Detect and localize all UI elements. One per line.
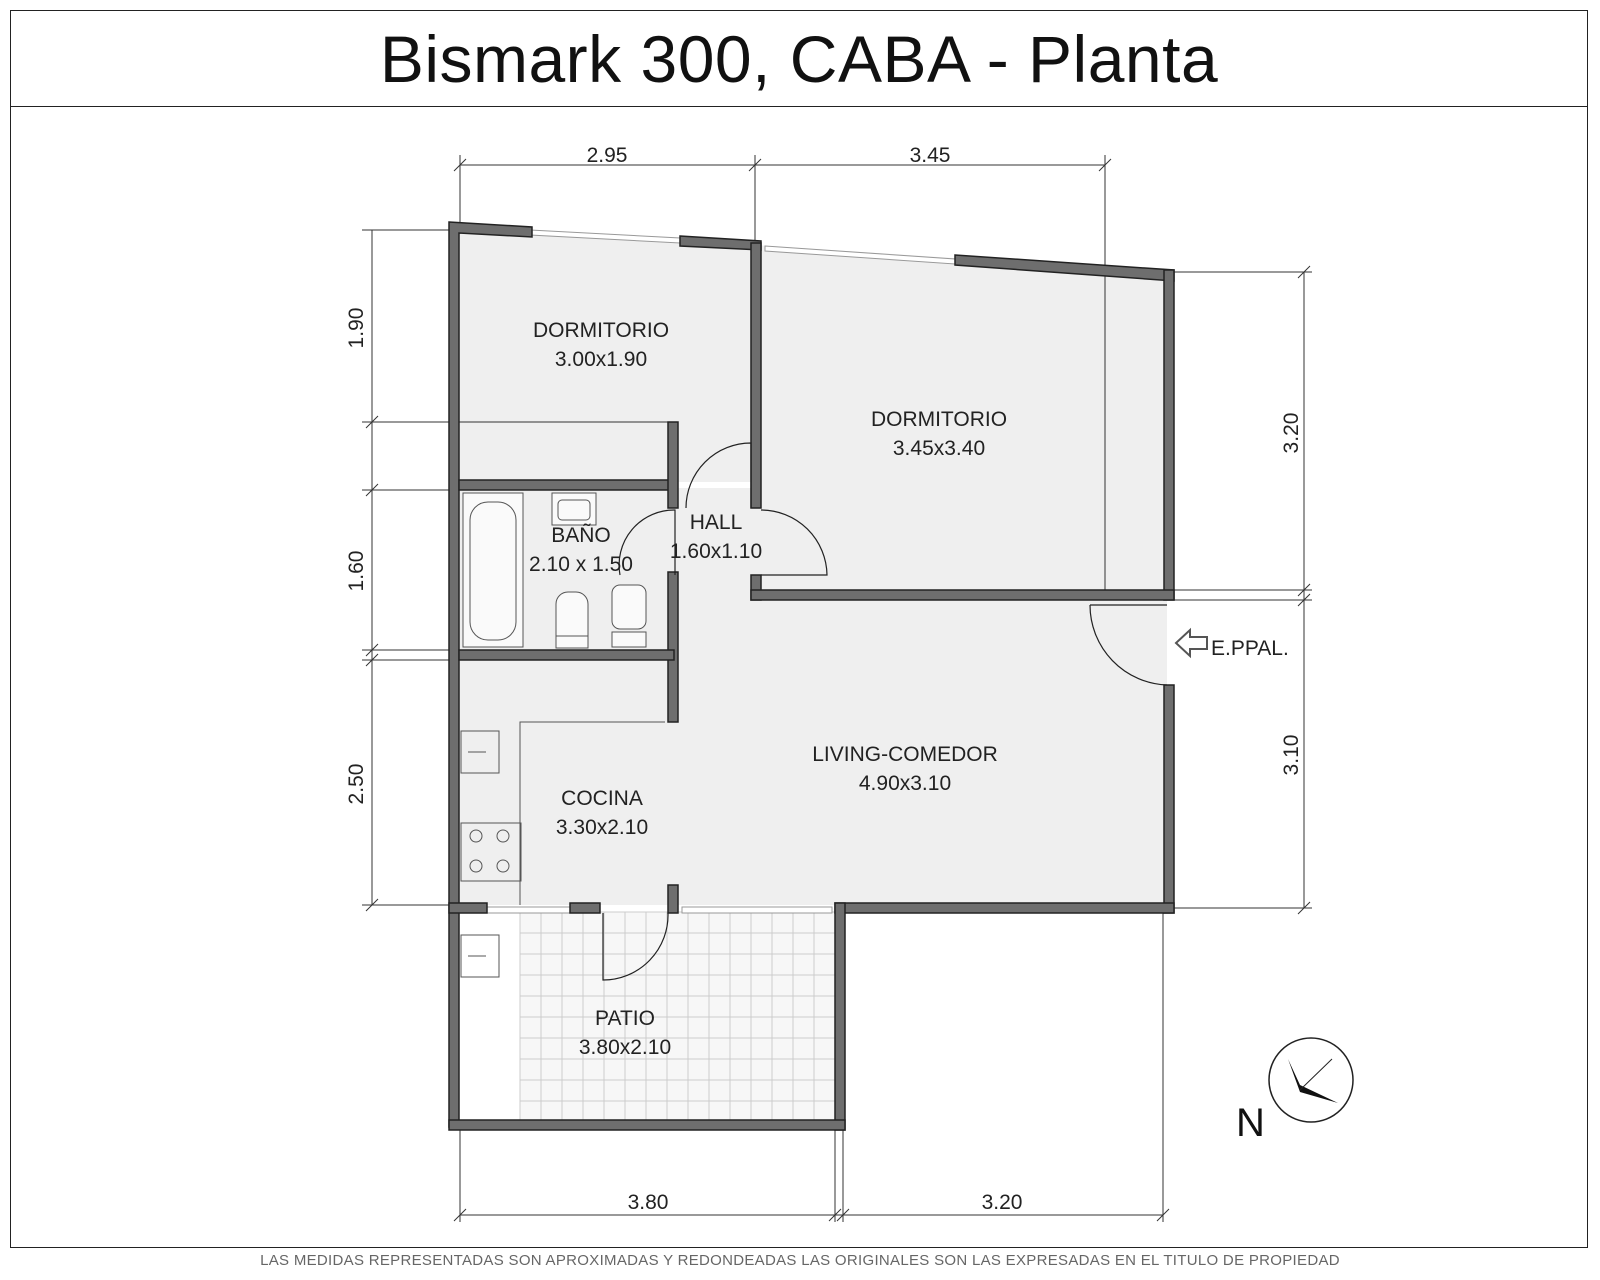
floor-dormitorio-1 (455, 230, 755, 482)
page-title: Bismark 300, CABA - Planta (379, 21, 1219, 96)
patio-tiles (519, 911, 841, 1123)
bidet (611, 584, 647, 630)
floor-plan: E.PPAL. DORMITORIO 3.00x1.90 DORMITORIO … (345, 144, 1354, 1222)
stove (460, 822, 522, 882)
room-labels: DORMITORIO 3.00x1.90 DORMITORIO 3.45x3.4… (529, 319, 1007, 1059)
north-arrow-icon (1268, 1037, 1354, 1123)
entrance-arrow-icon (1174, 627, 1208, 659)
hall-name: HALL (690, 511, 743, 534)
floor-dormitorio-2 (755, 245, 1167, 590)
dormitorio-2-name: DORMITORIO (871, 408, 1007, 431)
dim-right-2: 3.10 (1280, 735, 1303, 776)
kitchen-sink (460, 730, 500, 774)
dimension-labels: 2.95 3.45 1.90 1.60 2.50 3.20 3.10 3.80 … (345, 144, 1303, 1214)
door-dormitorio-1 (685, 442, 752, 509)
door-bano (618, 509, 676, 576)
doors (602, 442, 1168, 981)
dormitorio-1-name: DORMITORIO (533, 319, 669, 342)
window-cocina (486, 906, 571, 914)
dim-left-1: 1.90 (345, 308, 368, 349)
drawing-frame: Bismark 300, CABA - Planta (10, 10, 1588, 1248)
entrance-label: E.PPAL. (1211, 637, 1289, 660)
door-entrada (1089, 604, 1168, 686)
window-living (681, 906, 833, 914)
floor-living-cocina (455, 595, 1167, 905)
living-size: 4.90x3.10 (859, 772, 951, 795)
dim-top-left: 2.95 (587, 144, 628, 167)
dim-bottom-left: 3.80 (628, 1191, 669, 1214)
dim-top-right: 3.45 (910, 144, 951, 167)
kitchen-fixtures (460, 721, 665, 978)
dim-left-3: 2.50 (345, 764, 368, 805)
dimension-lines (362, 155, 1312, 1222)
bano-name: BAÑO (551, 523, 611, 547)
footer-note: LAS MEDIDAS REPRESENTADAS SON APROXIMADA… (260, 1252, 1340, 1269)
dormitorio-2-size: 3.45x3.40 (893, 437, 985, 460)
dim-bottom-right: 3.20 (982, 1191, 1023, 1214)
living-name: LIVING-COMEDOR (812, 743, 998, 766)
door-dormitorio-2 (760, 509, 828, 576)
dim-left-2: 1.60 (345, 551, 368, 592)
bano-size: 2.10 x 1.50 (529, 553, 633, 576)
patio-laundry-sink (460, 934, 500, 978)
cocina-size: 3.30x2.10 (556, 816, 648, 839)
hall-size: 1.60x1.10 (670, 540, 762, 563)
bathroom-fixtures (462, 492, 647, 649)
patio-name: PATIO (595, 1007, 655, 1030)
dim-right-1: 3.20 (1280, 413, 1303, 454)
door-patio (602, 912, 669, 981)
walls (448, 221, 1175, 1131)
dormitorio-1-size: 3.00x1.90 (555, 348, 647, 371)
north-label: N (1236, 1101, 1265, 1145)
title-band: Bismark 300, CABA - Planta (11, 11, 1587, 107)
cocina-name: COCINA (561, 787, 643, 810)
floor-fills (455, 230, 1167, 905)
patio-size: 3.80x2.10 (579, 1036, 671, 1059)
